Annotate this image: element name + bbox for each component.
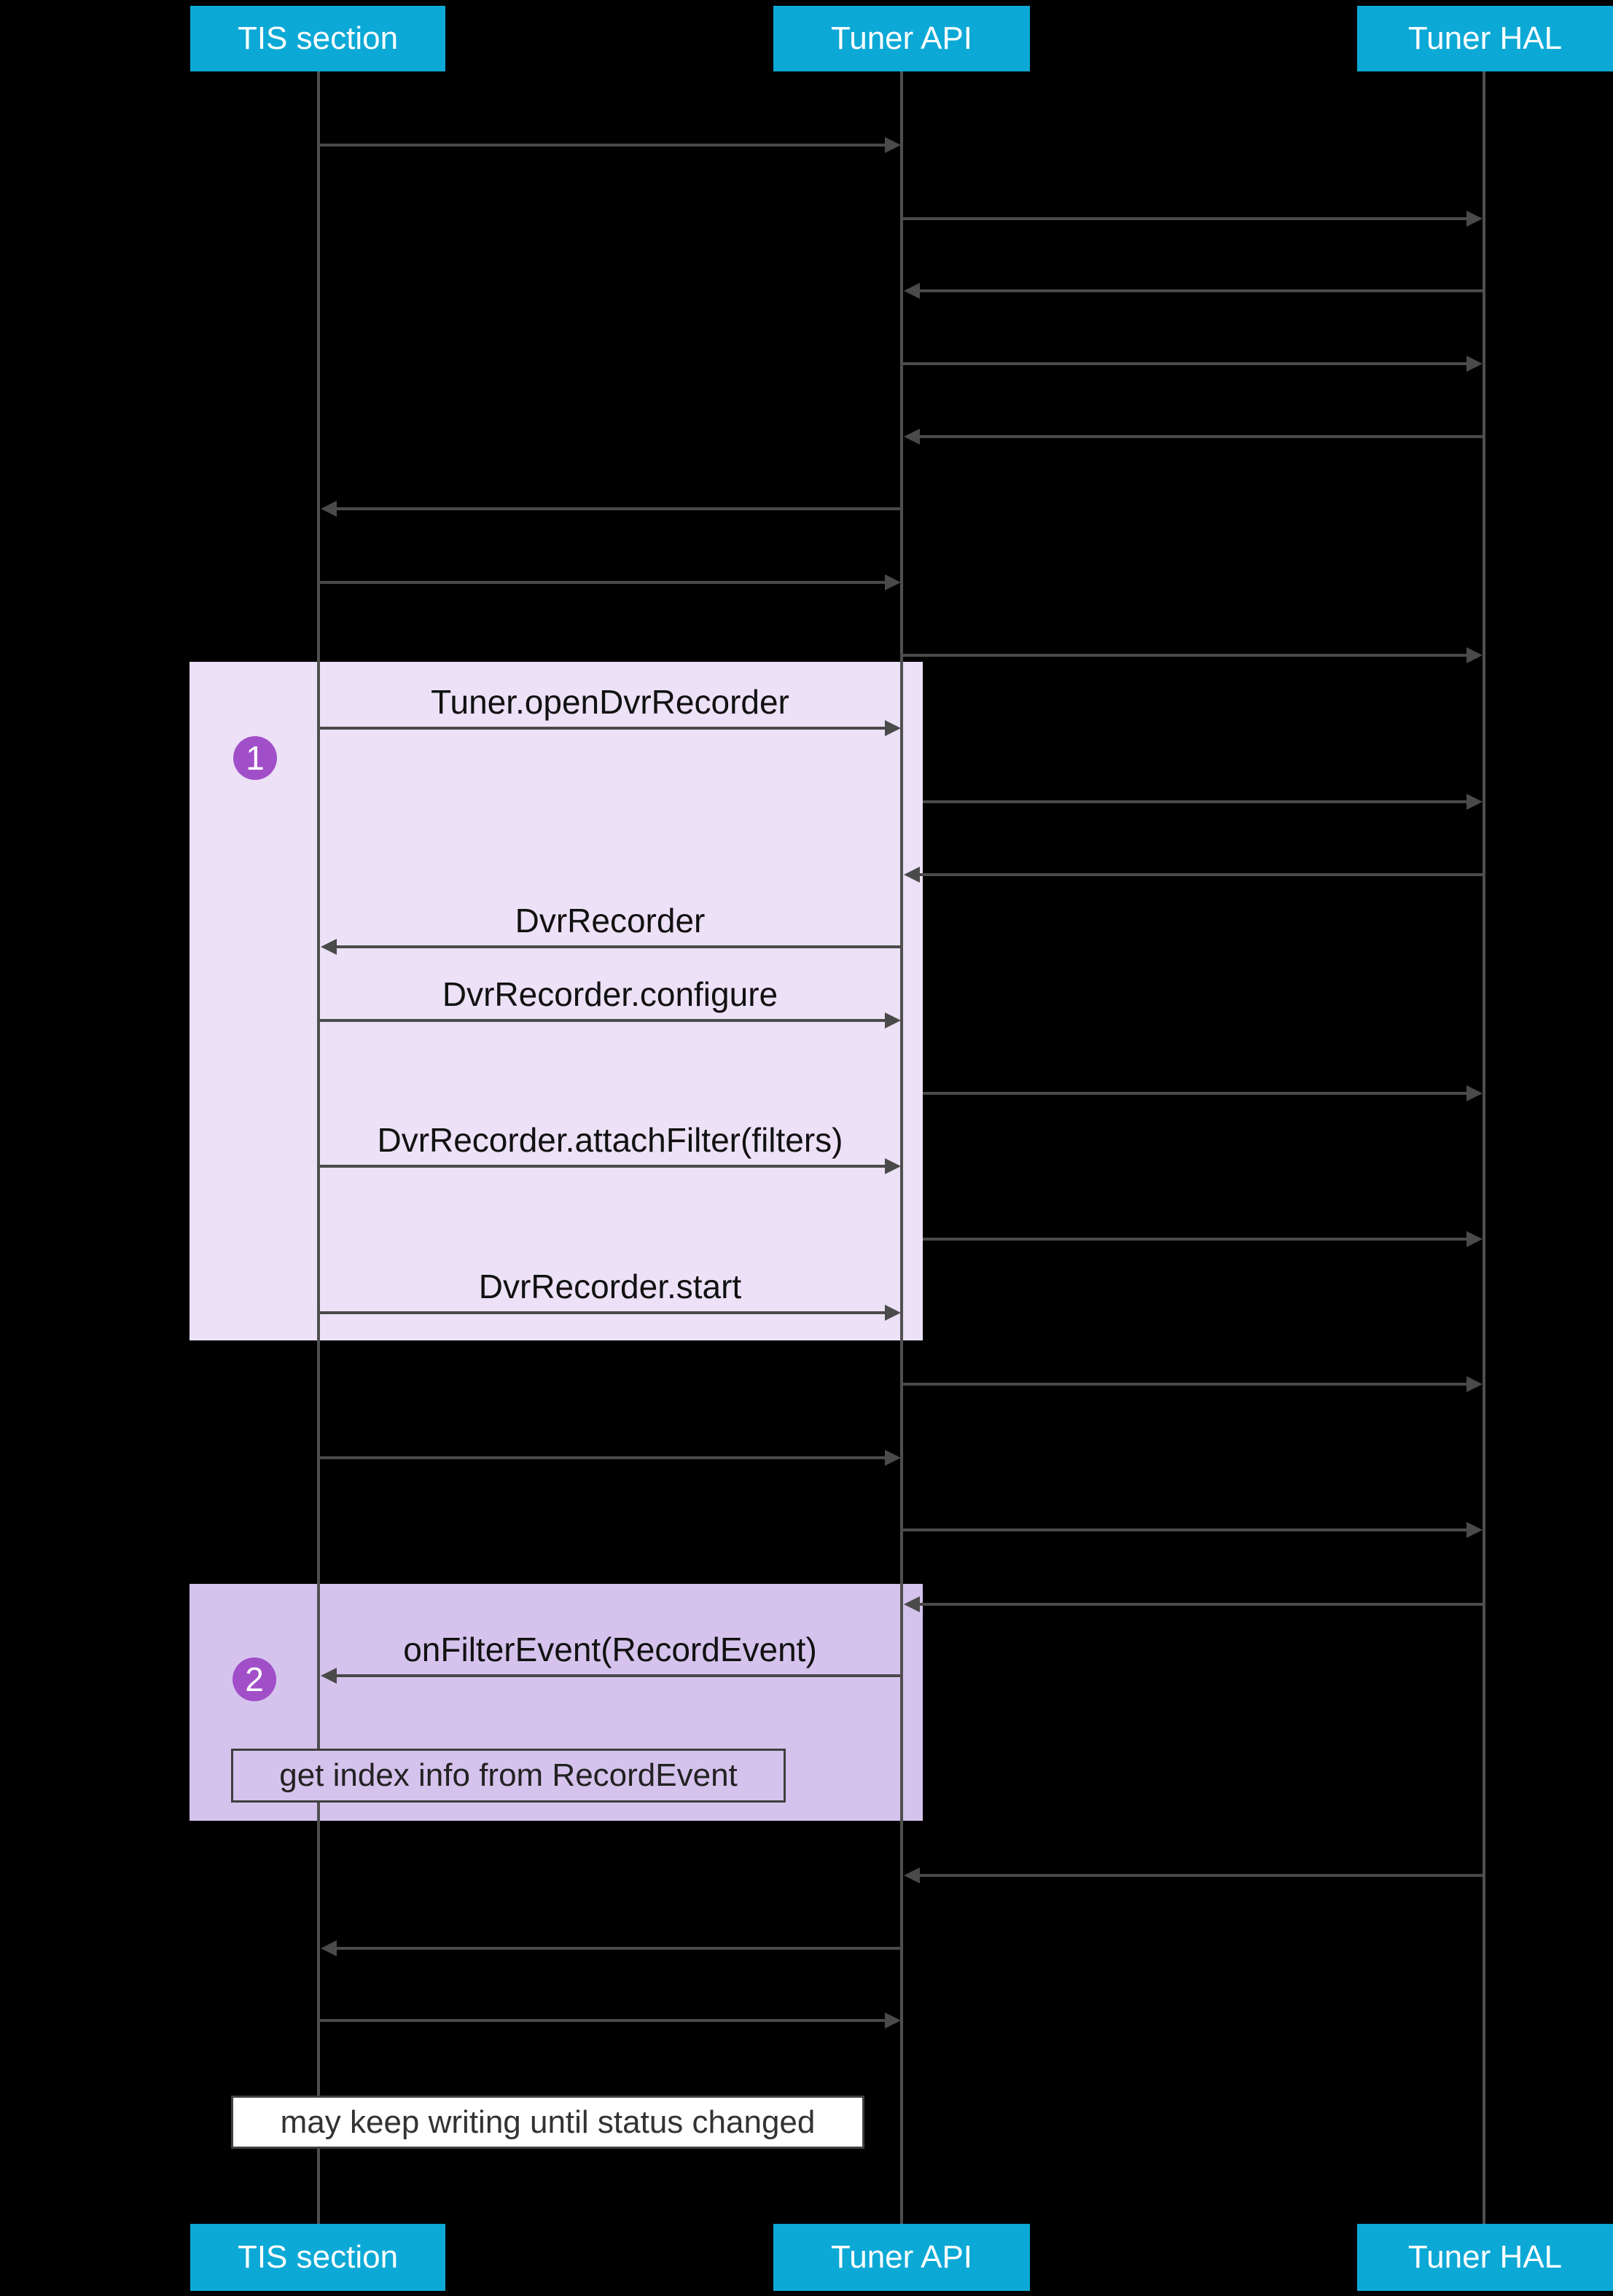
message-arrow-line [334,1947,901,1950]
message-arrow-line [319,1456,888,1459]
message-arrow-line [319,1019,888,1022]
arrowhead-right-icon [885,2012,901,2028]
arrowhead-right-icon [1466,1231,1483,1247]
arrowhead-left-icon [904,1867,920,1883]
arrowhead-left-icon [321,1668,337,1684]
arrowhead-right-icon [885,1305,901,1321]
arrowhead-left-icon [904,867,920,883]
arrowhead-right-icon [885,720,901,736]
message-arrow-line [917,435,1483,438]
message-label: Tuner.openDvrRecorder [431,683,789,721]
arrowhead-right-icon [885,137,901,153]
highlight-region-1 [190,662,923,1340]
arrowhead-right-icon [885,1012,901,1028]
message-arrow-line [902,1528,1469,1531]
message-arrow-line [923,800,1469,803]
message-label: DvrRecorder.configure [442,975,778,1013]
message-label: DvrRecorder.start [478,1268,742,1305]
message-arrow-line [319,1165,888,1168]
arrowhead-right-icon [1466,647,1483,663]
arrowhead-right-icon [885,574,901,590]
participant-header-tuner-api-top: Tuner API [773,6,1030,71]
arrowhead-left-icon [321,1940,337,1956]
message-arrow-line [923,1238,1469,1241]
message-arrow-line [334,945,901,948]
message-arrow-line [917,1874,1483,1877]
message-arrow-line [319,727,888,730]
step-badge-2: 2 [233,1657,276,1701]
message-arrow-line [917,289,1483,292]
participant-header-tis-section-top: TIS section [190,6,445,71]
message-arrow-line [319,144,888,147]
note-may-keep-writing: may keep writing until status changed [231,2096,864,2149]
arrowhead-right-icon [885,1158,901,1174]
message-arrow-line [902,362,1469,365]
arrowhead-left-icon [904,429,920,445]
message-label: onFilterEvent(RecordEvent) [403,1631,817,1668]
message-arrow-line [902,1383,1469,1386]
arrowhead-right-icon [1466,356,1483,372]
message-arrow-line [923,1092,1469,1095]
participant-header-tuner-hal-top: Tuner HAL [1357,6,1613,71]
arrowhead-right-icon [1466,1085,1483,1101]
message-label: DvrRecorder.attachFilter(filters) [377,1121,843,1159]
message-arrow-line [319,2019,888,2022]
arrowhead-left-icon [904,283,920,299]
arrowhead-right-icon [1466,211,1483,227]
note-get-index-info: get index info from RecordEvent [231,1749,786,1803]
arrowhead-right-icon [1466,794,1483,810]
participant-header-tis-section-bottom: TIS section [190,2224,445,2291]
arrowhead-left-icon [321,939,337,955]
message-arrow-line [319,581,888,584]
message-arrow-line [917,873,1483,876]
message-arrow-line [334,1674,901,1677]
arrowhead-right-icon [1466,1522,1483,1538]
arrowhead-right-icon [885,1450,901,1466]
message-arrow-line [902,654,1469,657]
arrowhead-right-icon [1466,1376,1483,1392]
step-badge-1: 1 [233,736,277,780]
lifeline-tis-section [317,71,320,2224]
lifeline-tuner-api [900,71,903,2224]
message-arrow-line [319,1311,888,1314]
message-label: DvrRecorder [515,902,706,940]
message-arrow-line [902,217,1469,220]
lifeline-tuner-hal [1483,71,1485,2224]
participant-header-tuner-hal-bottom: Tuner HAL [1357,2224,1613,2291]
message-arrow-line [334,507,901,510]
participant-header-tuner-api-bottom: Tuner API [773,2224,1030,2291]
arrowhead-left-icon [321,501,337,517]
message-arrow-line [917,1603,1483,1606]
arrowhead-left-icon [904,1596,920,1612]
